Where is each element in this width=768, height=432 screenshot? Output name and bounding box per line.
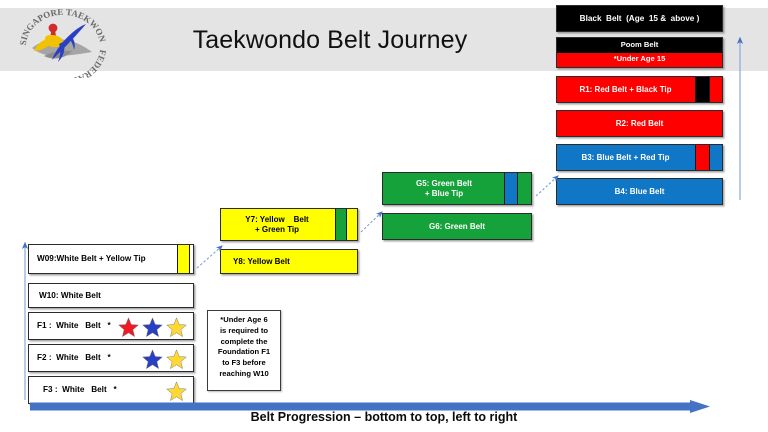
- belt-progression-caption: Belt Progression – bottom to top, left t…: [250, 410, 518, 424]
- star-red-f1: [118, 317, 139, 338]
- belt-w09-yellow-tip: [177, 245, 190, 273]
- belt-progression-arrow: [30, 400, 710, 413]
- belt-f1[interactable]: F1 : White Belt *: [28, 312, 194, 340]
- page-title: Taekwondo Belt Journey: [192, 26, 468, 54]
- belt-poom[interactable]: Poom Belt *Under Age 15: [556, 37, 723, 68]
- star-yellow-f2: [166, 349, 187, 370]
- belt-f2[interactable]: F2 : White Belt *: [28, 344, 194, 372]
- belt-r1-black-tip: [695, 77, 710, 102]
- belt-g5[interactable]: G5: Green Belt + Blue Tip: [382, 172, 532, 205]
- star-yellow-f1: [166, 317, 187, 338]
- arrow-y8-to-g6: [360, 211, 383, 233]
- belt-poom-bottom-half: [557, 52, 722, 67]
- belt-b3-red-tip: [695, 145, 710, 170]
- belt-y7-green-tip: [335, 209, 347, 240]
- arrow-w09-to-y7: [196, 245, 223, 269]
- belt-g5-blue-tip: [504, 173, 518, 204]
- belt-b4[interactable]: B4: Blue Belt: [556, 178, 723, 205]
- star-blue-f1: [142, 317, 163, 338]
- star-yellow-f3: [166, 381, 187, 402]
- belt-poom-top-half: [557, 38, 722, 53]
- belt-f3[interactable]: F3 : White Belt *: [28, 376, 194, 404]
- singapore-taekwondo-federation-logo: SINGAPORE TAEKWONDO FEDERATION: [10, 0, 112, 87]
- arrow-g6-to-b4: [535, 175, 559, 197]
- under-age-6-note: *Under Age 6 is required to complete the…: [207, 310, 281, 391]
- star-blue-f2: [142, 349, 163, 370]
